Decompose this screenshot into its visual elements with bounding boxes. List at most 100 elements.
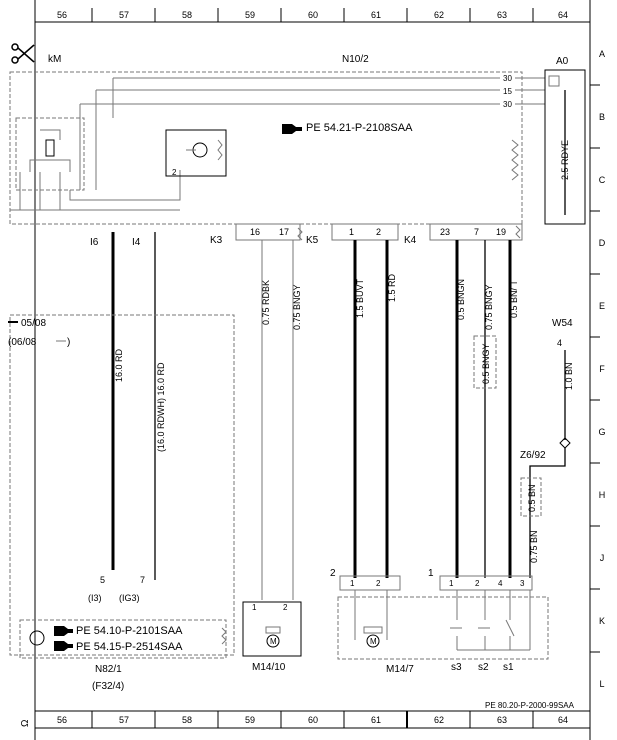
wire-label-05bngn: 0.5 BNGN <box>456 279 466 320</box>
i4-label: I4 <box>132 237 141 248</box>
col-61-bottom: 61 <box>371 715 381 725</box>
m14-7-conn-1: 1 <box>428 568 434 579</box>
n82-ig3: (IG3) <box>119 593 140 603</box>
n82-1-box <box>19 619 227 659</box>
variant-to: (06/08 <box>8 337 37 348</box>
switch-s3: s3 <box>451 662 462 673</box>
n10-2-module-outline <box>9 71 523 225</box>
col-56-top: 56 <box>57 10 67 20</box>
scissors-icon <box>11 43 35 64</box>
a0-terminal <box>548 75 560 87</box>
pin-30-b: 30 <box>503 100 512 109</box>
motor-m-a: M <box>270 637 277 646</box>
switch-s1: s1 <box>503 662 514 673</box>
relay-coil <box>45 139 55 157</box>
wire-label-05bngy: 0.5 BNGY <box>481 343 491 384</box>
m14-7-box <box>337 596 549 660</box>
col-64-bottom: 64 <box>558 715 568 725</box>
w54-label: W54 <box>552 318 573 329</box>
variant-box <box>9 314 235 656</box>
row-labels: A B C D E F G H J K L <box>598 49 605 689</box>
k4-pin-1: 1 <box>349 227 354 237</box>
pe-ref-n82-a: PE 54.10-P-2101SAA <box>76 625 183 637</box>
row-h: H <box>599 490 606 500</box>
m14-7-a-pin-2: 2 <box>376 579 381 588</box>
k3-label: K3 <box>210 235 223 246</box>
footer-mark: Ω <box>20 719 31 727</box>
connector-right <box>429 223 523 241</box>
z6-92-box <box>520 477 542 517</box>
n82-i3: (I3) <box>88 593 102 603</box>
motor-m-b: M <box>370 637 377 646</box>
motor-brush <box>265 626 281 634</box>
col-59-top: 59 <box>245 10 255 20</box>
a0-wire: 2.5 RDYE <box>560 140 570 180</box>
wire-label-075bn: 0.75 BN <box>529 530 539 563</box>
m14-7-b-pin-2: 2 <box>475 579 480 588</box>
wire-label-16rdwh: (16.0 RDWH) 16.0 RD <box>156 362 166 452</box>
col-58-top: 58 <box>182 10 192 20</box>
transistor-pin: 2 <box>172 168 177 177</box>
k3-pin-16: 16 <box>250 227 260 237</box>
motor-icon <box>266 634 280 648</box>
variant-wire-box <box>473 335 497 389</box>
row-g: G <box>598 427 605 437</box>
pin-15: 15 <box>503 87 512 96</box>
w54-pin: 4 <box>557 338 562 348</box>
hand-icon <box>282 124 302 134</box>
wire-label-15rd: 1.5 RD <box>387 273 397 302</box>
relay-block <box>15 117 85 191</box>
row-j: J <box>600 553 605 563</box>
wire-label-075rdbk: 0.75 RDBK <box>261 280 271 325</box>
m14-7-b-pin-1: 1 <box>449 579 454 588</box>
n82-1-sub: (F32/4) <box>92 681 124 692</box>
row-a: A <box>599 49 605 59</box>
row-l: L <box>599 679 604 689</box>
k4-pin-2: 2 <box>376 227 381 237</box>
a0-label: A0 <box>556 56 569 67</box>
wire-label-05bnt: 0.5 BN/ T <box>509 280 519 318</box>
variant-from: 05/08 <box>21 318 46 329</box>
switches <box>450 590 531 651</box>
m14-7-conn-2: 2 <box>330 568 336 579</box>
n82-1-label: N82/1 <box>95 664 122 675</box>
m14-7-b-pin-3: 3 <box>520 579 525 588</box>
k4-label: K4 <box>404 235 417 246</box>
km-label: kM <box>48 54 61 65</box>
k3-pin-17: 17 <box>279 227 289 237</box>
col-59-bottom: 59 <box>245 715 255 725</box>
row-b: B <box>599 112 605 122</box>
pin-23: 23 <box>440 227 450 237</box>
wire-label-10bn: 1.0 BN <box>564 362 574 390</box>
col-57-bottom: 57 <box>119 715 129 725</box>
motor-brush-b <box>363 626 383 634</box>
m14-10-pin-2: 2 <box>283 603 288 612</box>
col-61-top: 61 <box>371 10 381 20</box>
m14-7-b-pin-4: 4 <box>498 579 503 588</box>
col-57-top: 57 <box>119 10 129 20</box>
m14-7-a-pin-1: 1 <box>350 579 355 588</box>
transistor-block <box>165 129 227 177</box>
pe-ref-n82-b: PE 54.15-P-2514SAA <box>76 641 183 653</box>
k5-label: K5 <box>306 235 319 246</box>
m14-7-connector-a <box>339 575 401 591</box>
col-62-bottom: 62 <box>434 715 444 725</box>
page-ref: PE 80.20-P-2000-99SAA <box>485 701 575 710</box>
col-60-bottom: 60 <box>308 715 318 725</box>
row-f: F <box>599 364 605 374</box>
wire-label-05bn: 0.5 BN <box>527 484 537 512</box>
n10-2-label: N10/2 <box>342 54 369 65</box>
col-63-top: 63 <box>497 10 507 20</box>
n82-pin-5: 5 <box>100 575 105 585</box>
pin-30-a: 30 <box>503 74 512 83</box>
m14-10-box <box>242 601 302 657</box>
grid-frame <box>34 0 600 740</box>
wire-label-15buvt: 1.5 BUVT <box>355 278 365 318</box>
m14-7-connector-b <box>439 575 533 591</box>
n82-pin-7: 7 <box>140 575 145 585</box>
hand-icon <box>54 626 73 636</box>
n82-transistor-icon <box>29 630 45 646</box>
row-e: E <box>599 301 605 311</box>
z6-92-label: Z6/92 <box>520 450 546 461</box>
